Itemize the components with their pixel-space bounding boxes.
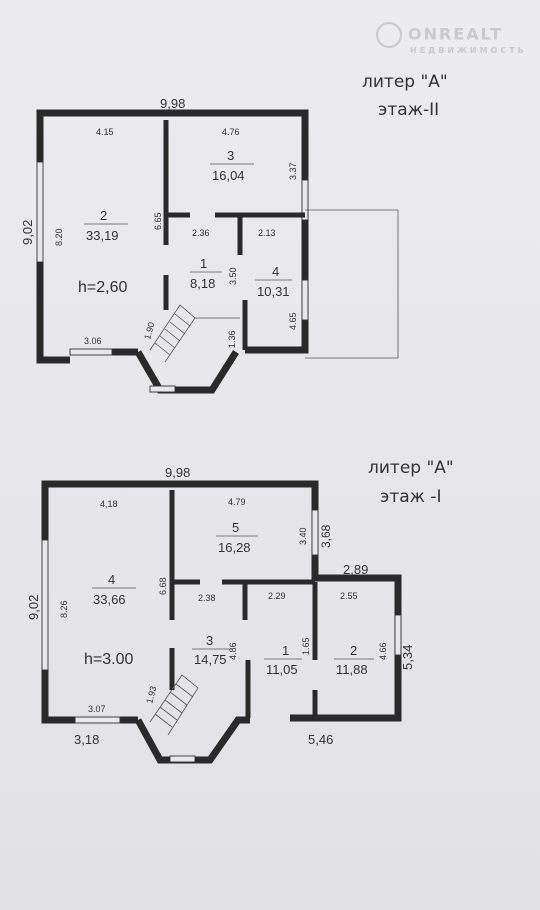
floor2-overall-width: 9,98 (160, 96, 185, 111)
floor2-dim-11: 1.36 (227, 330, 237, 348)
floor2-room-2-area: 33,19 (86, 228, 119, 243)
floor1-dim-534: 5,34 (400, 645, 415, 670)
floor1-overall-height: 9,02 (26, 595, 41, 620)
floor1-dim-11: 4.66 (378, 642, 388, 660)
floor2-room-3-num: 3 (227, 148, 234, 163)
floor2-window-right-upper (301, 179, 309, 221)
floor2-overall-height: 9,02 (20, 220, 35, 245)
floor2-window-bay (149, 385, 176, 393)
floor1-dim-10: 1.65 (301, 637, 311, 655)
floor2-room-3-area: 16,04 (212, 168, 245, 183)
floor1-dim-8: 2.55 (340, 591, 358, 601)
floor1-dim-2: 4.79 (228, 497, 246, 507)
floor1-dim-318: 3,18 (74, 732, 99, 747)
floor1-dim-4: 6.68 (158, 577, 168, 595)
floor2-dim-3: 8.20 (54, 228, 64, 246)
floor1-dim-13: 1.93 (144, 685, 158, 705)
floor2-title-line1: литер "А" (362, 72, 448, 92)
floor1-window-right-upper (311, 509, 319, 556)
floor2-dim-7: 2.13 (258, 228, 276, 238)
floor2-dim-9: 3.06 (84, 336, 102, 346)
floor2-dim-12: 4.65 (288, 312, 298, 330)
floor2-terrace-outline (305, 209, 399, 359)
floor1-room-1-area: 11,05 (266, 662, 298, 677)
floor2-dim-10: 1.90 (142, 321, 156, 341)
floor2-outer-wall-left (36, 262, 70, 364)
floor1-room-5-num: 5 (232, 520, 239, 535)
floor1-room-2-num: 2 (350, 643, 357, 658)
floor1-dim-7: 2.29 (268, 591, 286, 601)
floor1-dim-546: 5,46 (308, 732, 333, 747)
floor1-dim-12: 3.07 (88, 704, 106, 714)
floor1-dim-1: 4,18 (100, 499, 118, 509)
floor2-dim-4: 6.65 (153, 212, 163, 230)
floor1-dim-368: 3,68 (319, 524, 333, 548)
floor2-room-1-num: 1 (200, 256, 207, 271)
floor1-room-4-area: 33,66 (93, 592, 126, 607)
house-logo-icon (376, 22, 402, 48)
floor1-staircase (149, 674, 199, 736)
floor1-window-bay (169, 755, 196, 763)
watermark-subtitle: НЕДВИЖИМОСТЬ (410, 46, 527, 55)
floor2-staircase (149, 304, 240, 363)
floor1-overall-width: 9,98 (165, 465, 190, 480)
floor2-room-4-num: 4 (272, 264, 279, 279)
floor1-room-3-area: 14,75 (194, 652, 227, 667)
floor2-height-note: h=2,60 (78, 279, 127, 296)
floor2-plan (36, 109, 399, 394)
floor2-window-left (36, 161, 44, 263)
floor2-title-line2: этаж-II (378, 100, 440, 120)
floor2-window-right-lower (301, 279, 309, 321)
floor1-title-line1: литер "А" (368, 458, 454, 478)
floor2-dim-8: 3.50 (228, 267, 238, 285)
floor1-title-line2: этаж -I (380, 487, 442, 507)
floor2-dim-6: 2.36 (192, 228, 210, 238)
floor1-dim-5: 3.40 (298, 527, 308, 545)
floor1-room-4-num: 4 (108, 572, 115, 587)
floor1-dim-6: 2.38 (198, 593, 216, 603)
floor2-room-2-num: 2 (100, 208, 107, 223)
floor1-window-bottom (74, 716, 121, 724)
floor1-bay-window (134, 716, 250, 764)
floor2-window-bottom (69, 348, 113, 356)
floor2-outer-wall (36, 109, 309, 354)
floor1-plan (41, 480, 402, 764)
floor1-room-1-num: 1 (282, 643, 289, 658)
floor1-outer-wall (41, 480, 402, 722)
watermark-brand: ONREALT (408, 24, 504, 44)
floor1-room-5-area: 16,28 (218, 540, 251, 555)
floor2-room-4-area: 10,31 (257, 284, 290, 299)
floor1-room-2-area: 11,88 (336, 662, 368, 677)
floor1-room-3-num: 3 (206, 633, 213, 648)
floor2-room-1-area: 8,18 (190, 276, 215, 291)
floor1-dim-289: 2,89 (343, 562, 368, 577)
floor2-bay-window (134, 350, 239, 394)
floor2-dim-2: 4.76 (222, 127, 240, 137)
floor2-dim-5: 3.37 (288, 162, 298, 180)
floor1-dim-9: 4.86 (228, 642, 238, 660)
floor1-dim-3: 8.26 (59, 600, 69, 618)
floor1-height-note: h=3.00 (84, 651, 133, 668)
floor1-window-right-lower (394, 614, 402, 656)
floor1-outer-wall-left (41, 670, 75, 724)
watermark: ONREALT НЕДВИЖИМОСТЬ (376, 22, 527, 55)
floor2-dim-1: 4.15 (96, 127, 114, 137)
floor1-window-left (41, 539, 49, 671)
